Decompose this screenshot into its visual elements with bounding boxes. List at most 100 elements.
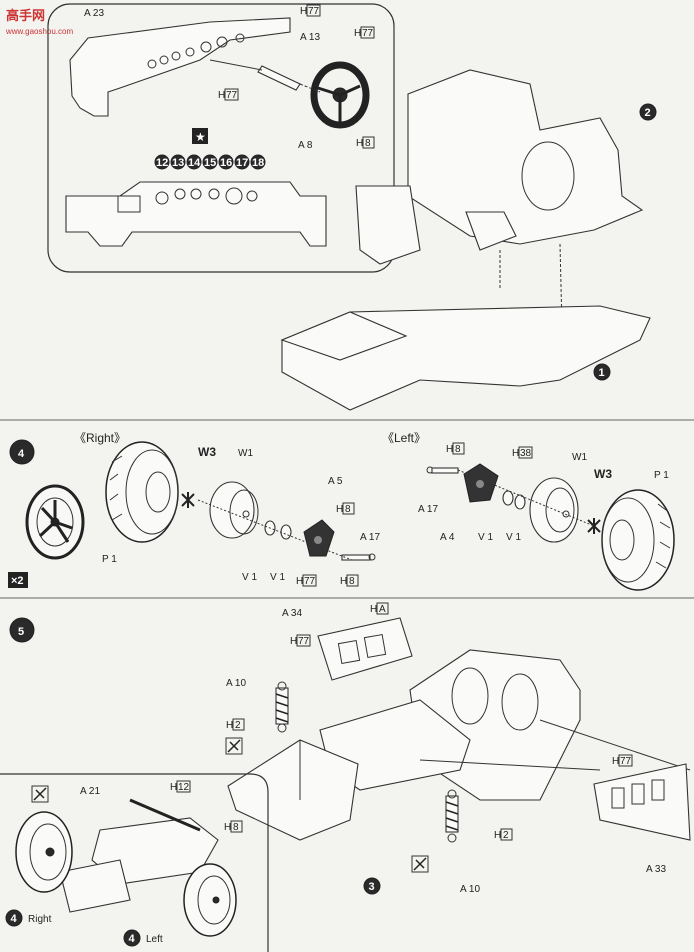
svg-text:17: 17 <box>236 157 248 169</box>
svg-text:H: H <box>512 448 519 459</box>
svg-text:H: H <box>612 756 619 767</box>
svg-text:1: 1 <box>599 367 605 379</box>
label-v1a-right: V 1 <box>242 572 257 583</box>
label-a13: A 13 <box>300 32 320 43</box>
cement-icon-top <box>225 737 243 755</box>
svg-text:8: 8 <box>349 576 355 587</box>
svg-text:4: 4 <box>11 913 18 925</box>
label-v1b-right: V 1 <box>270 572 285 583</box>
body-tub <box>407 69 644 245</box>
label-left-inset: Left <box>146 934 163 945</box>
hub-a4-left <box>463 463 499 503</box>
shock-a10-top <box>275 681 289 733</box>
svg-text:77: 77 <box>308 6 320 17</box>
svg-text:H: H <box>224 822 231 833</box>
svg-text:H: H <box>336 504 343 515</box>
svg-text:H: H <box>356 138 363 149</box>
svg-text:77: 77 <box>362 28 374 39</box>
label-a21: A 21 <box>80 786 100 797</box>
label-v1b-left: V 1 <box>506 532 521 543</box>
inset-frame <box>47 3 395 273</box>
label-a4: A 4 <box>440 532 455 543</box>
step-badge-4-left: 4 <box>123 929 141 947</box>
svg-text:2: 2 <box>235 720 241 731</box>
label-w3-right: W3 <box>198 445 216 459</box>
step-badge-1: 1 <box>593 363 611 381</box>
svg-text:A: A <box>379 604 386 615</box>
svg-text:H: H <box>226 720 233 731</box>
label-a8: A 8 <box>298 140 313 151</box>
label-a10-bottom: A 10 <box>460 884 480 895</box>
label-a34: A 34 <box>282 608 302 619</box>
step-badge-5: 5 <box>9 617 35 643</box>
svg-text:13: 13 <box>172 157 184 169</box>
svg-text:77: 77 <box>226 90 238 101</box>
hubcap-w3-right <box>181 492 195 508</box>
svg-text:8: 8 <box>365 138 371 149</box>
panel-a34 <box>317 617 413 681</box>
dashboard-part-a23 <box>69 17 291 117</box>
label-p1-left: P 1 <box>654 470 669 481</box>
svg-text:H: H <box>300 6 307 17</box>
svg-text:H: H <box>296 576 303 587</box>
svg-text:H: H <box>354 28 361 39</box>
watermark: 高手网 www.gaoshou.com <box>5 8 73 36</box>
wheel-inset-left <box>183 863 237 937</box>
label-p1-right: P 1 <box>102 554 117 565</box>
tire-p1-right <box>105 441 179 543</box>
svg-text:8: 8 <box>233 822 239 833</box>
svg-text:15: 15 <box>204 157 216 169</box>
step-badge-4-right: 4 <box>5 909 23 927</box>
decal-numbers: 12 13 14 15 16 17 18 <box>154 154 266 170</box>
front-frame <box>280 311 408 361</box>
svg-text:4: 4 <box>18 448 25 460</box>
label-a23: A 23 <box>84 8 104 19</box>
step-badge-2: 2 <box>639 103 657 121</box>
svg-text:3: 3 <box>369 881 375 893</box>
step-badge-3: 3 <box>363 877 381 895</box>
svg-text:8: 8 <box>455 444 461 455</box>
decal-star-badge <box>192 128 208 144</box>
label-a17-left: A 17 <box>418 504 438 515</box>
hub-a5-right <box>303 519 335 557</box>
svg-text:8: 8 <box>345 504 351 515</box>
svg-text:2: 2 <box>645 107 651 119</box>
label-a10-top: A 10 <box>226 678 246 689</box>
svg-text:77: 77 <box>304 576 316 587</box>
label-a17-right: A 17 <box>360 532 380 543</box>
wheel-w1-right <box>209 481 259 539</box>
svg-text:H: H <box>290 636 297 647</box>
x2-badge: ×2 <box>8 572 28 588</box>
step-badge-4: 4 <box>9 439 35 465</box>
hubcap-w3-left <box>587 518 601 534</box>
svg-text:77: 77 <box>298 636 310 647</box>
svg-text:H: H <box>494 830 501 841</box>
svg-text:H: H <box>218 90 225 101</box>
svg-text:12: 12 <box>156 157 168 169</box>
svg-text:77: 77 <box>620 756 632 767</box>
star-icon: ★ <box>195 130 206 144</box>
svg-text:5: 5 <box>18 626 24 638</box>
steering-wheel-a8 <box>310 61 370 129</box>
label-v1a-left: V 1 <box>478 532 493 543</box>
svg-text:14: 14 <box>188 157 201 169</box>
svg-text:H: H <box>370 604 377 615</box>
shock-a10-bottom <box>445 789 459 843</box>
svg-text:H: H <box>170 782 177 793</box>
label-w1-left: W1 <box>572 452 587 463</box>
header-right: 《Right》 <box>74 431 126 445</box>
